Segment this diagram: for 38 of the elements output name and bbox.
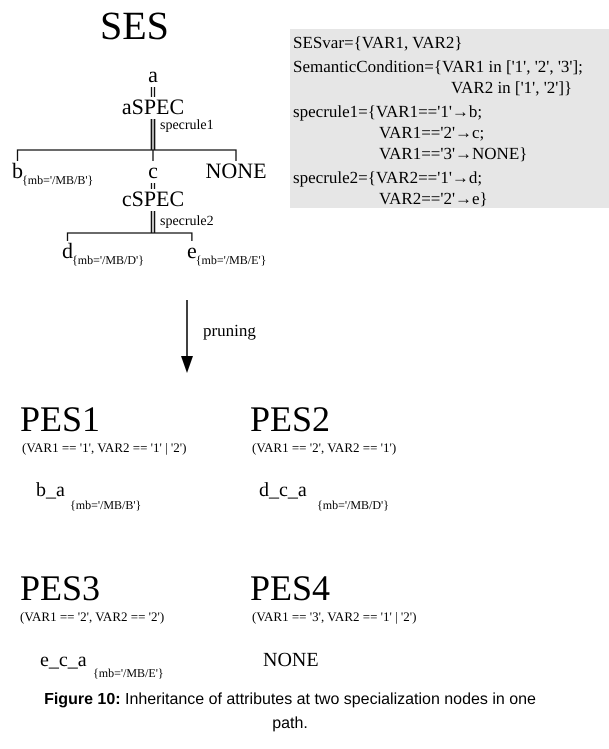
tree-node-label: aSPEC [122, 96, 184, 118]
definition-panel [290, 29, 609, 208]
tree-node-label: e [187, 240, 197, 262]
tree-node-label: cSPEC [122, 188, 184, 210]
heading: PES2 [250, 401, 330, 437]
attribute-text: {mb='/MB/D'} [317, 499, 389, 511]
condition-text: (VAR1 == '2', VAR2 == '2') [20, 610, 164, 623]
heading: PES4 [250, 570, 330, 606]
heading: PES1 [20, 401, 100, 437]
heading: SES [100, 6, 169, 46]
path-name: b_a [36, 480, 65, 500]
attribute-text: {mb='/MB/B'} [70, 499, 142, 511]
tree-connector [150, 182, 156, 190]
tree-node-label: d [62, 240, 73, 262]
definition-text: SESvar={VAR1, VAR2} [293, 32, 463, 53]
tree-node-label: a [148, 64, 158, 86]
figure-caption: Figure 10: Inheritance of attributes at two specialization nodes in one path. [43, 690, 537, 734]
path-name: e_c_a [40, 650, 87, 670]
tree-connector [150, 210, 193, 242]
tree-node-label: NONE [205, 160, 267, 182]
rule-label: specrule2 [160, 215, 214, 229]
condition-text: (VAR1 == '3', VAR2 == '1' | '2') [252, 610, 416, 623]
heading: PES3 [20, 570, 100, 606]
condition-text: (VAR1 == '1', VAR2 == '1' | '2') [22, 441, 186, 454]
tree-connector [150, 86, 156, 98]
definition-text: specrule2={VAR2=='1'→d; VAR2=='2'→e} [293, 167, 489, 209]
step-label: pruning [203, 322, 256, 339]
tree-node-label: b [12, 160, 23, 182]
path-name: NONE [263, 650, 319, 670]
attribute-text: {mb='/MB/E'} [93, 667, 164, 679]
attribute-text: {mb='/MB/D'} [72, 254, 144, 266]
tree-node-label: c [148, 160, 158, 182]
path-name: d_c_a [259, 480, 307, 500]
attribute-text: {mb='/MB/E'} [196, 254, 266, 266]
condition-text: (VAR1 == '2', VAR2 == '1') [252, 441, 396, 454]
attribute-text: {mb='/MB/B'} [22, 174, 94, 186]
rule-label: specrule1 [160, 119, 214, 133]
tree-connector [150, 118, 237, 162]
